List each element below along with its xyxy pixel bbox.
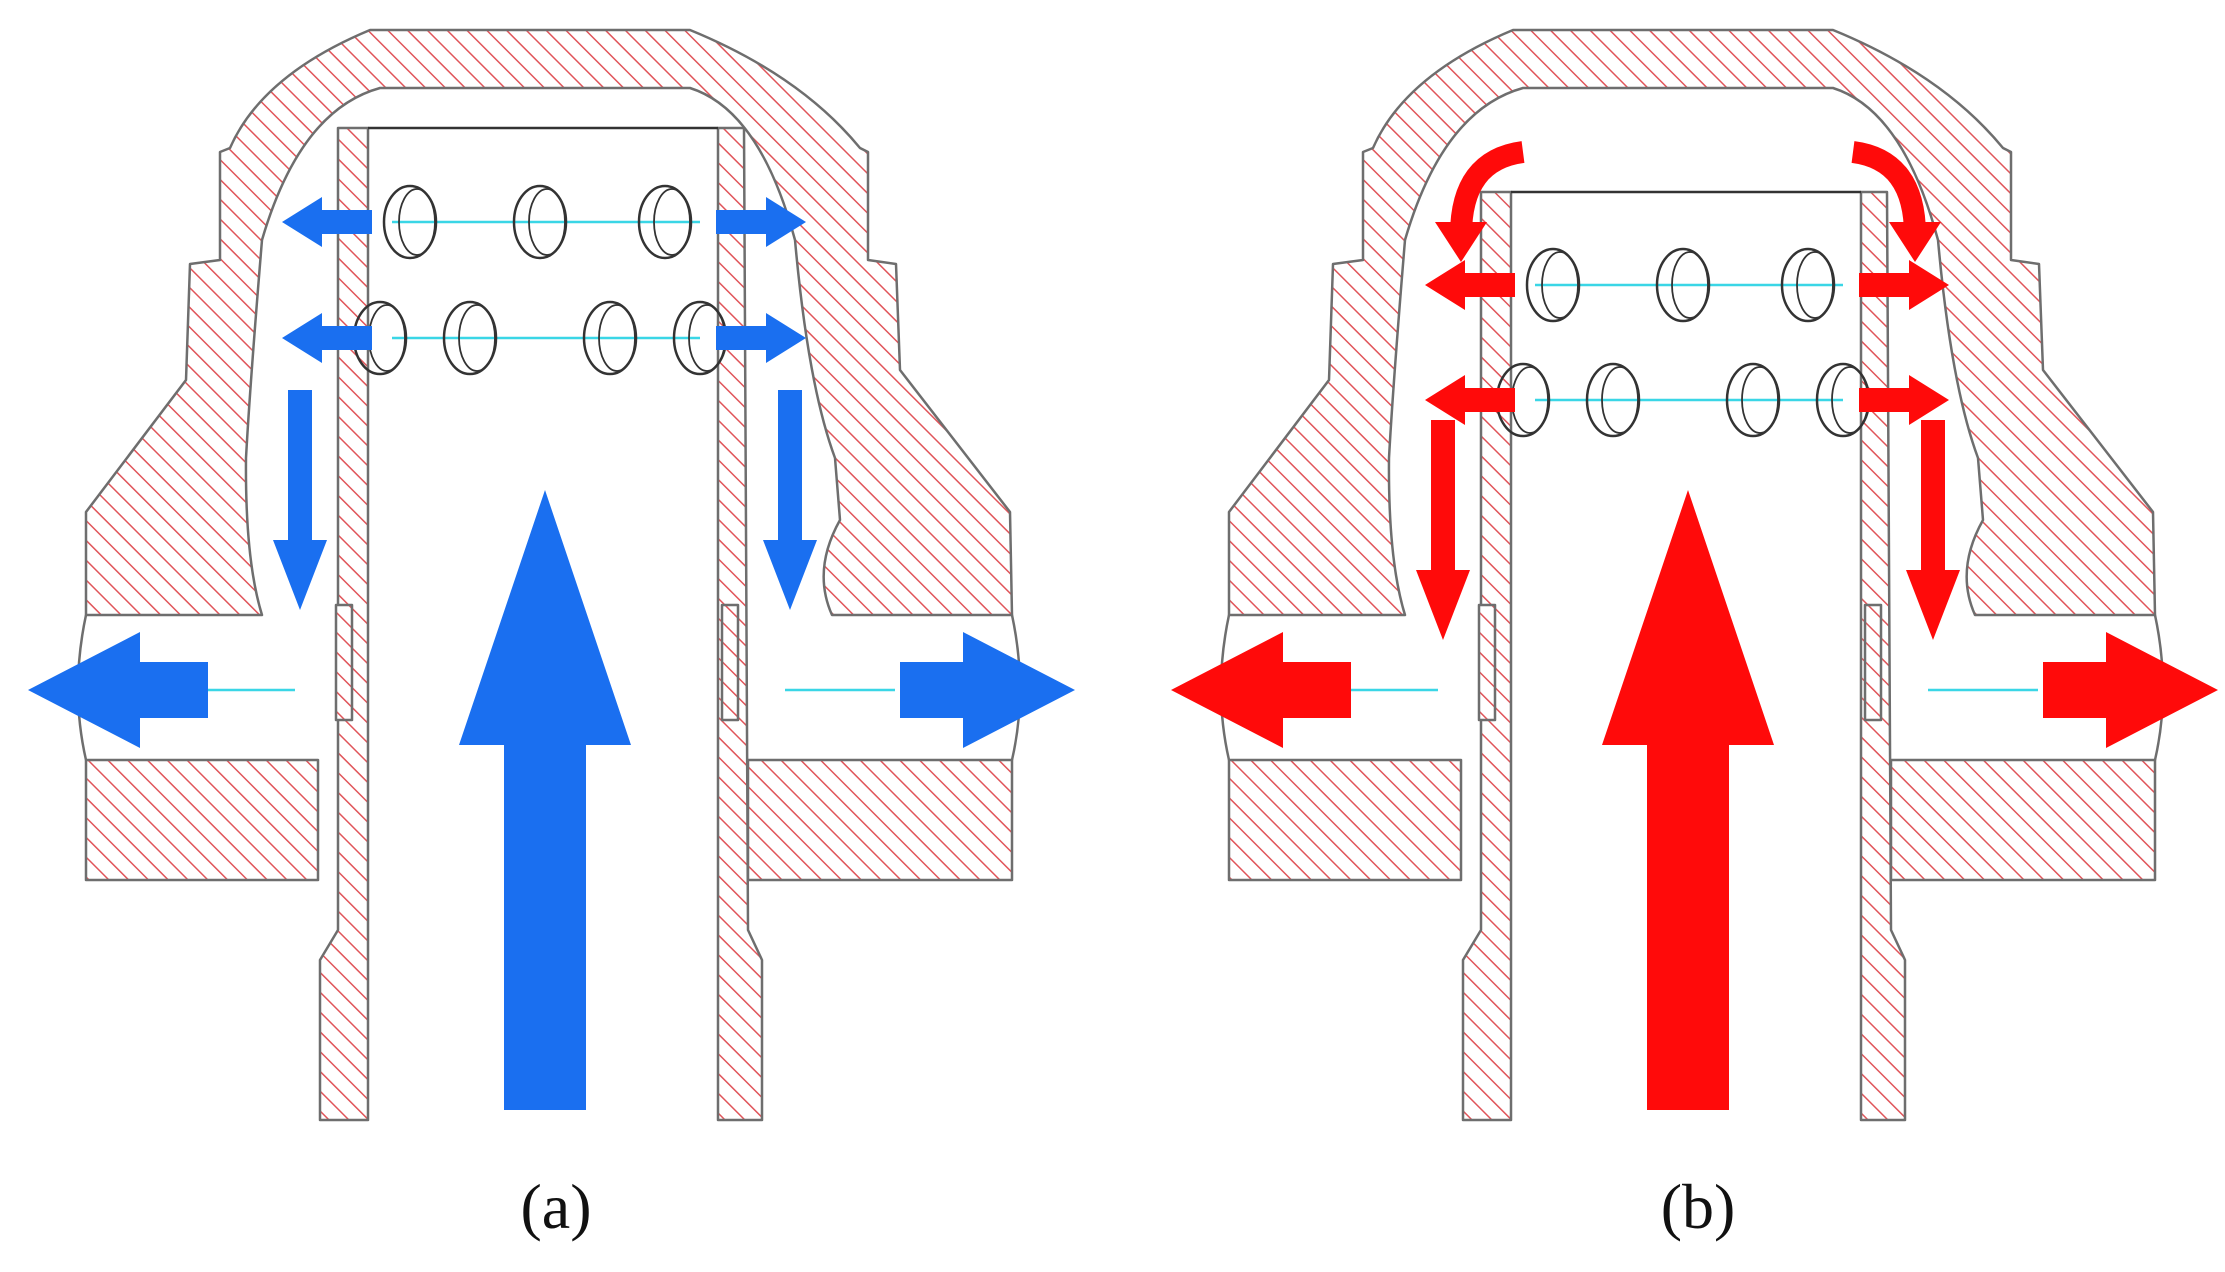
deflection-head-right [1889,222,1941,262]
deflection-curve-right [1851,141,1926,236]
inner-tube-wall-right [716,126,764,1122]
seal-right [1863,603,1883,722]
hole-rim [528,188,566,256]
annulus-flow-arrow-left [1416,420,1470,640]
hole [1725,362,1781,438]
hole-rim [1601,366,1639,434]
annulus-flow-arrow-left [273,390,327,610]
radial-flow-arrow-left [282,313,372,363]
seal-right [720,603,740,722]
annulus-flow-arrow-right [763,390,817,610]
lower-flange-right [1889,758,2157,882]
hole [1585,362,1641,438]
seal-left [1477,603,1497,722]
hole-rim [653,188,691,256]
lower-flange-left [1227,758,1463,882]
panel-b-nozzle-section [1171,28,2218,1122]
hole [382,184,438,260]
hole-rim [1541,251,1579,319]
outlet-flow-arrow-left [1171,632,1351,748]
hole [1525,247,1581,323]
hole [637,184,693,260]
radial-flow-arrow-right [716,313,806,363]
inlet-flow-arrow [459,490,631,1110]
nozzle-body [1227,28,2157,617]
hole [582,300,638,376]
radial-flow-arrow-left [282,197,372,247]
panel-a-nozzle-section [28,28,1075,1122]
outlet-flow-arrow-right [900,632,1075,748]
deflection-curve-left [1450,141,1525,236]
hole [512,184,568,260]
hole [442,300,498,376]
hole [1655,247,1711,323]
radial-flow-arrow-left [1425,260,1515,310]
radial-flow-arrow-right [1859,260,1949,310]
annulus-flow-arrow-right [1906,420,1960,640]
deflection-head-left [1435,222,1487,262]
hole-rim [1741,366,1779,434]
hole-rim [598,304,636,372]
hole-rim [458,304,496,372]
caption-b: (b) [1660,1171,1736,1242]
hole-rim [1671,251,1709,319]
nozzle-body [84,28,1014,617]
lower-flange-left [84,758,320,882]
caption-a: (a) [520,1171,592,1242]
hole [1780,247,1836,323]
hole-rim [1796,251,1834,319]
radial-flow-arrow-left [1425,375,1515,425]
radial-flow-arrow-right [716,197,806,247]
inner-tube-wall-right [1859,190,1907,1122]
seal-left [334,603,354,722]
outlet-flow-arrow-left [28,632,208,748]
lower-flange-right [746,758,1014,882]
outlet-flow-arrow-right [2043,632,2218,748]
radial-flow-arrow-right [1859,375,1949,425]
hole-rim [398,188,436,256]
inlet-flow-arrow [1602,490,1774,1110]
